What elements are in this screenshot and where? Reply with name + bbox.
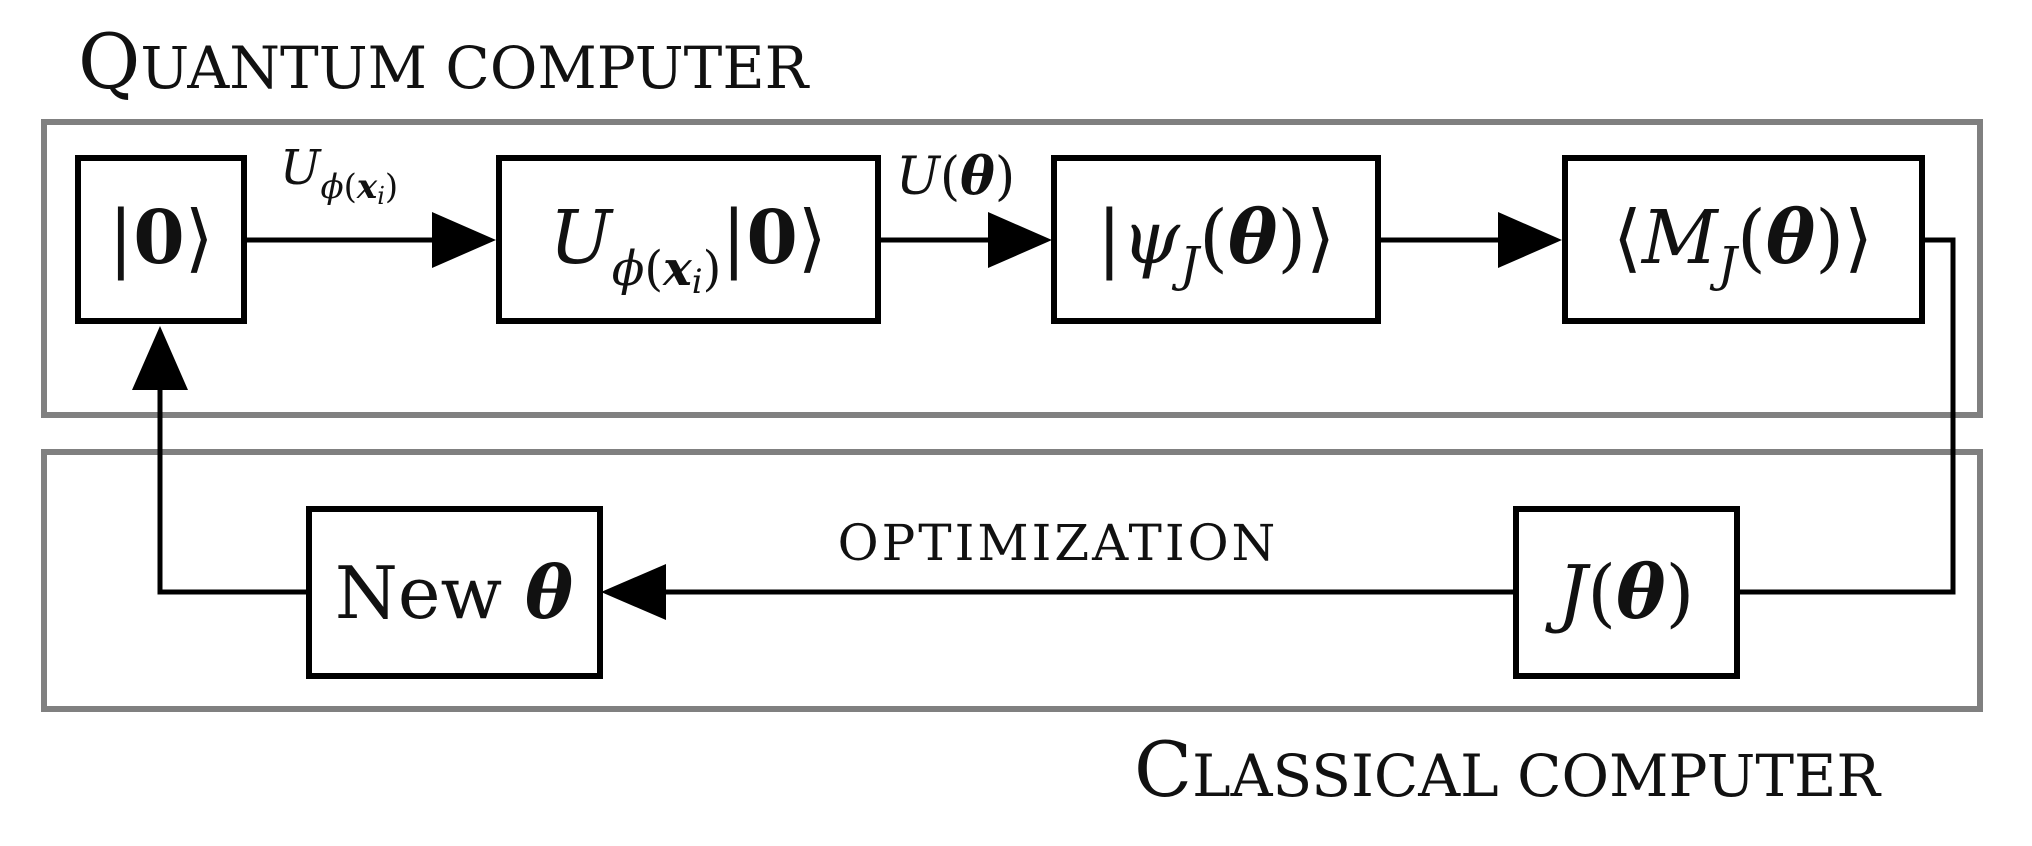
arrowhead-encoded bbox=[432, 212, 496, 268]
quantum-computer-label: QUANTUM COMPUTER bbox=[78, 17, 811, 106]
edge-label-encoding: Uϕ(xi) bbox=[280, 140, 398, 210]
node-expectation-box bbox=[1562, 155, 1925, 324]
classical-computer-label: CLASSICAL COMPUTER bbox=[1134, 725, 1882, 814]
node-new-theta-text: New θ bbox=[335, 550, 573, 635]
edge-label-variational: U(θ) bbox=[896, 146, 1015, 207]
node-cost-text: J(θ) bbox=[1545, 550, 1695, 636]
node-new-theta-box bbox=[306, 506, 603, 679]
quantum-computer-region bbox=[41, 119, 1983, 418]
arrowheads bbox=[132, 212, 1562, 620]
edge-new-theta-to-zero bbox=[157, 380, 309, 595]
node-psi-state-text: |ψJ(θ)⟩ bbox=[1097, 195, 1335, 293]
edge-expectation-to-cost bbox=[1737, 237, 1956, 595]
classical-computer-region bbox=[41, 449, 1983, 712]
arrowhead-expectation bbox=[1498, 212, 1562, 268]
node-zero-state-text: |0⟩ bbox=[108, 195, 213, 281]
connectors bbox=[157, 237, 1956, 595]
node-encoded-state-box bbox=[496, 155, 881, 324]
edge-label-optimization: OPTIMIZATION bbox=[838, 514, 1279, 572]
arrowhead-psi bbox=[988, 212, 1052, 268]
arrowhead-zero bbox=[132, 326, 188, 390]
node-psi-state-box bbox=[1051, 155, 1381, 324]
node-encoded-state-text: Uϕ(xi)|0⟩ bbox=[549, 195, 826, 302]
arrowhead-new-theta bbox=[601, 564, 666, 620]
node-expectation-text: ⟨MJ(θ)⟩ bbox=[1613, 195, 1873, 293]
node-zero-state-box bbox=[75, 155, 247, 324]
node-cost-box bbox=[1513, 506, 1740, 679]
